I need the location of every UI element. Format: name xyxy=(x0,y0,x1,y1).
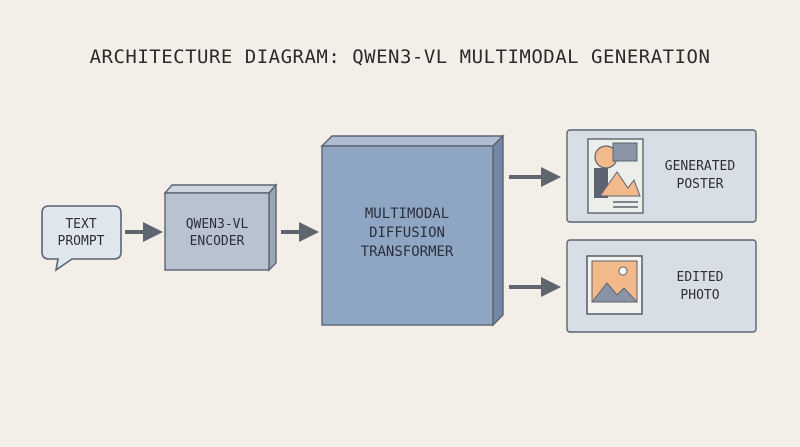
transformer-label-line3: TRANSFORMER xyxy=(361,244,454,260)
text-prompt-label-line2: PROMPT xyxy=(58,234,105,249)
text-prompt-node: TEXT PROMPT xyxy=(41,205,122,272)
encoder-label-line1: QWEN3-VL xyxy=(186,217,249,232)
transformer-node: MULTIMODAL DIFFUSION TRANSFORMER xyxy=(320,134,505,327)
transformer-label-line2: DIFFUSION xyxy=(369,225,445,241)
photo-image-icon xyxy=(586,255,643,315)
encoder-label-line2: ENCODER xyxy=(190,234,245,249)
text-prompt-label-line1: TEXT xyxy=(65,217,96,232)
poster-label-line2: POSTER xyxy=(677,177,724,192)
speech-bubble-icon xyxy=(41,205,122,272)
poster-image-icon xyxy=(587,138,644,214)
diagram-title: ARCHITECTURE DIAGRAM: QWEN3-VL MULTIMODA… xyxy=(89,46,711,68)
photo-label-line1: EDITED xyxy=(677,270,724,285)
photo-label-line2: PHOTO xyxy=(680,288,719,303)
edited-photo-node: EDITED PHOTO xyxy=(566,239,757,333)
poster-label-line1: GENERATED xyxy=(665,159,736,174)
encoder-node: QWEN3-VL ENCODER xyxy=(163,183,278,272)
generated-poster-node: GENERATED POSTER xyxy=(566,129,757,223)
transformer-label-line1: MULTIMODAL xyxy=(365,206,449,222)
